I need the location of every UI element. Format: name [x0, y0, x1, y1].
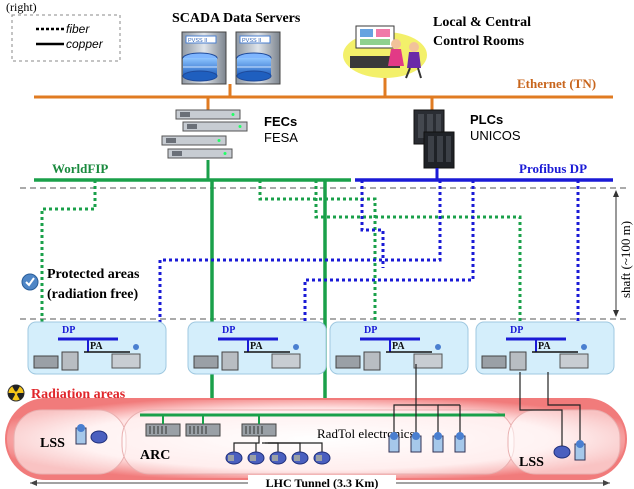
- radtol-label: RadTol electronics: [317, 426, 415, 441]
- crate-icon: [33, 355, 59, 369]
- radtol-crate: [185, 423, 221, 437]
- pa-label: PA: [538, 341, 551, 352]
- pa-sensor-icon: [432, 432, 444, 453]
- dp-label: DP: [364, 325, 377, 336]
- legend-fiber-label: fiber: [66, 22, 90, 36]
- fec-line1: FECs: [264, 114, 297, 129]
- radtol-sensor-icon: [291, 451, 309, 465]
- radtol-wiring: [233, 436, 323, 452]
- arc-label: ARC: [140, 448, 170, 463]
- pa-sensor-icon: [410, 432, 422, 453]
- pa-sensor-dot: [435, 344, 441, 350]
- legend-copper-label: copper: [66, 37, 104, 51]
- coupler-icon: [221, 351, 239, 371]
- protected-line2: (radiation free): [47, 287, 138, 302]
- server-badge: PVSS II: [188, 38, 208, 44]
- shaft-label: shaft (~100 m): [618, 221, 633, 298]
- coupler-icon: [509, 351, 527, 371]
- lss-right-label: LSS: [519, 455, 544, 470]
- control-room-icon: [343, 25, 427, 79]
- worldfip-fiber-links: [40, 180, 522, 358]
- header-fragment: (right): [6, 0, 37, 14]
- tunnel-caption: LHC Tunnel (3.3 Km): [266, 476, 379, 489]
- radtol-crate: [145, 423, 181, 437]
- tunnel-section-lss-right: [507, 409, 621, 475]
- plc-line2: UNICOS: [470, 128, 521, 143]
- plc-line1: PLCs: [470, 112, 503, 127]
- pa-label: PA: [392, 341, 405, 352]
- profibus-label: Profibus DP: [519, 161, 587, 176]
- worldfip-copper-links: [210, 180, 327, 415]
- lss-right-link: [547, 372, 581, 440]
- coupler-icon: [61, 351, 79, 371]
- profibus-fiber-links: [158, 180, 580, 338]
- lss-device-icon: [553, 445, 571, 459]
- crate-icon: [193, 355, 219, 369]
- radiation-icon: [7, 384, 25, 402]
- tunnel-section-lss-left: [13, 409, 127, 475]
- lss-device-icon: [90, 430, 108, 444]
- fec-rack-stack: [161, 109, 248, 159]
- crate-icon: [335, 355, 361, 369]
- radtol-sensor-icon: [313, 451, 331, 465]
- pa-sensor-dot: [293, 344, 299, 350]
- lss-left-label: LSS: [40, 436, 65, 451]
- radtol-sensor-icon: [269, 451, 287, 465]
- underground-electronics-box: DP PA: [187, 321, 327, 375]
- underground-electronics-box: DP PA: [329, 321, 469, 375]
- legend: fiber copper: [11, 14, 121, 62]
- dp-label: DP: [510, 325, 523, 336]
- pa-sensor-dot: [133, 344, 139, 350]
- fec-line2: FESA: [264, 130, 298, 145]
- protected-line1: Protected areas: [47, 267, 140, 282]
- plc-icon: [413, 109, 455, 169]
- radtol-crate: [241, 423, 277, 437]
- server-icon: PVSS II: [181, 31, 227, 85]
- pa-label: PA: [90, 341, 103, 352]
- pa-sensor-icon: [454, 432, 466, 453]
- pa-sensor-icon: [388, 432, 400, 453]
- radtol-sensor-icon: [225, 451, 243, 465]
- pa-device-icon: [271, 353, 301, 369]
- legend-frame: [11, 14, 121, 62]
- control-rooms-line1: Local & Central: [433, 15, 531, 30]
- worldfip-label: WorldFIP: [52, 161, 108, 176]
- underground-electronics-box: DP PA: [475, 321, 615, 375]
- ethernet-label: Ethernet (TN): [517, 76, 596, 91]
- pa-sensor-dot: [581, 344, 587, 350]
- server-badge: PVSS II: [242, 38, 262, 44]
- pa-device-icon: [111, 353, 141, 369]
- underground-electronics-box: DP PA: [27, 321, 167, 375]
- lss-device-icon: [574, 440, 586, 461]
- lss-right-link: [519, 372, 563, 446]
- server-icon: PVSS II: [235, 31, 281, 85]
- pa-sensor-wiring: [393, 364, 461, 436]
- coupler-icon: [363, 351, 381, 371]
- pa-label: PA: [250, 341, 263, 352]
- dp-label: DP: [62, 325, 75, 336]
- control-rooms-line2: Control Rooms: [433, 34, 525, 49]
- radtol-sensor-icon: [247, 451, 265, 465]
- lss-device-icon: [75, 424, 87, 445]
- pa-device-icon: [559, 353, 589, 369]
- crate-icon: [481, 355, 507, 369]
- pa-device-icon: [413, 353, 443, 369]
- servers-title: SCADA Data Servers: [172, 11, 301, 26]
- dp-label: DP: [222, 325, 235, 336]
